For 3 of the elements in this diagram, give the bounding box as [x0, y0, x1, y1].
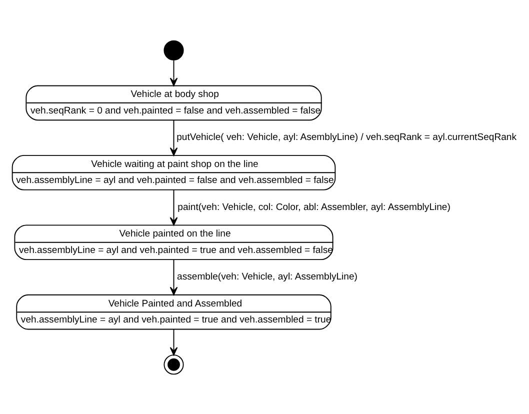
edge-label: putVehicle( veh: Vehicle, ayl: AsemblyLine) / veh.seqRank = ayl.currentSeqRank [176, 132, 516, 143]
edge-label: paint(veh: Vehicle, col: Color, abl: Assembler, ayl: AssemblyLine) [178, 201, 450, 212]
edge-label: assemble(veh: Vehicle, ayl: AssemblyLine) [177, 271, 358, 282]
